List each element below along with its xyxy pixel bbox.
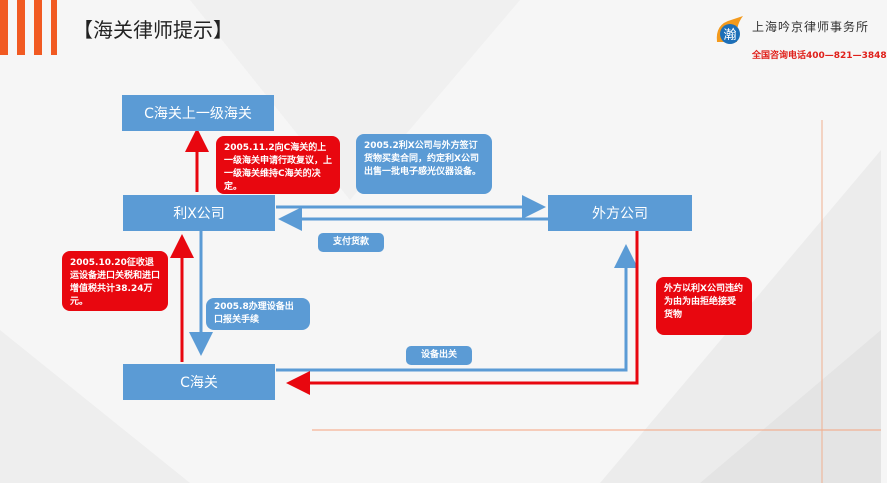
firm-logo-icon: 瀚: [716, 16, 743, 44]
note-refuse: 外方以利X公司违约为由为由拒绝接受货物: [656, 277, 752, 335]
node-customs: C海关: [123, 364, 275, 400]
arrow-shipment: [276, 244, 638, 372]
node-upper-customs: C海关上一级海关: [122, 95, 274, 131]
note-review: 2005.11.2向C海关的上一级海关申请行政复议，上一级海关维持C海关的决定。: [216, 136, 340, 194]
page-title: 【海关律师提示】: [73, 18, 233, 42]
header-bars-decoration: [0, 0, 57, 55]
firm-name: 上海吟京律师事务所: [752, 20, 870, 34]
label-payment: 支付货款: [318, 233, 384, 252]
label-shipment: 设备出关: [406, 346, 472, 365]
node-company: 利X公司: [123, 195, 275, 231]
note-export: 2005.8办理设备出口报关手续: [206, 298, 310, 330]
note-tax: 2005.10.20征收退运设备进口关税和进口增值税共计38.24万元。: [62, 251, 168, 311]
note-contract: 2005.2利X公司与外方签订货物买卖合同，约定利X公司出售一批电子感光仪器设备…: [356, 134, 492, 194]
arrow-return: [286, 230, 639, 395]
node-foreign: 外方公司: [548, 195, 692, 231]
hotline-text: 全国咨询电话400—821—3848: [752, 51, 887, 61]
logo-char: 瀚: [723, 28, 736, 43]
